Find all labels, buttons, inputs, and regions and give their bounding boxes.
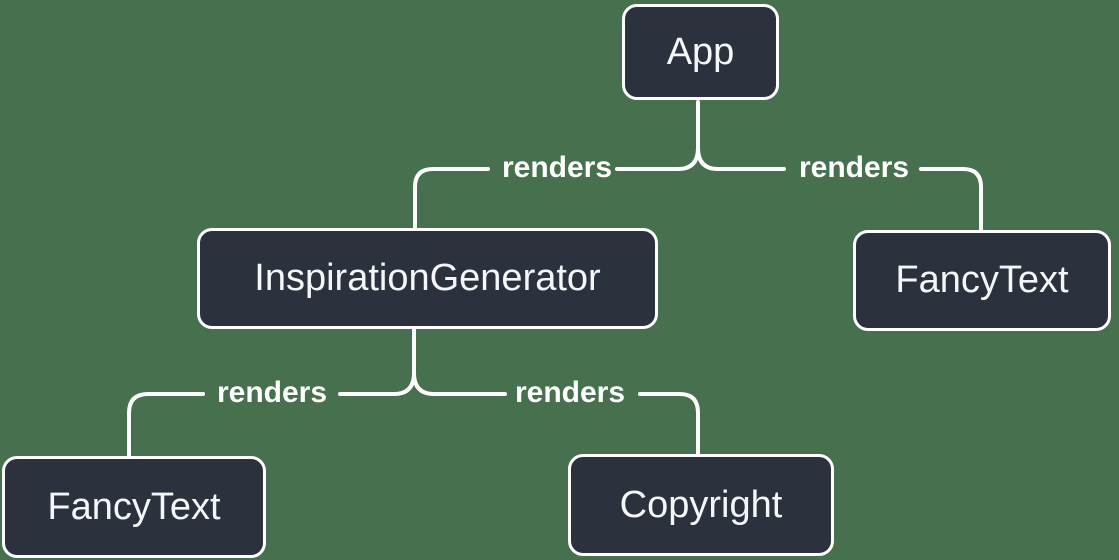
edge-label-ig-copyright: renders — [514, 376, 626, 409]
edge-line-to-inspiration-generator — [413, 167, 490, 232]
node-inspiration-generator: InspirationGenerator — [197, 228, 658, 329]
edge-line-app-fork-left — [615, 100, 700, 171]
node-fancy-text-left: FancyText — [2, 456, 266, 558]
edge-label-ig-fancy-text: renders — [216, 376, 328, 409]
node-app: App — [622, 4, 779, 100]
edge-line-to-fancy-text-left — [127, 392, 205, 460]
node-copyright: Copyright — [568, 454, 834, 556]
edge-line-ig-fork-left — [338, 328, 416, 396]
edge-line-to-copyright — [638, 392, 700, 458]
edge-line-app-fork-right — [696, 146, 786, 171]
edge-line-to-fancy-text-right — [919, 167, 983, 234]
node-fancy-text-right: FancyText — [853, 230, 1111, 331]
edge-line-ig-fork-right — [412, 371, 507, 396]
edge-label-app-fancy-text: renders — [798, 151, 910, 184]
edge-label-app-inspiration-generator: renders — [501, 151, 613, 184]
